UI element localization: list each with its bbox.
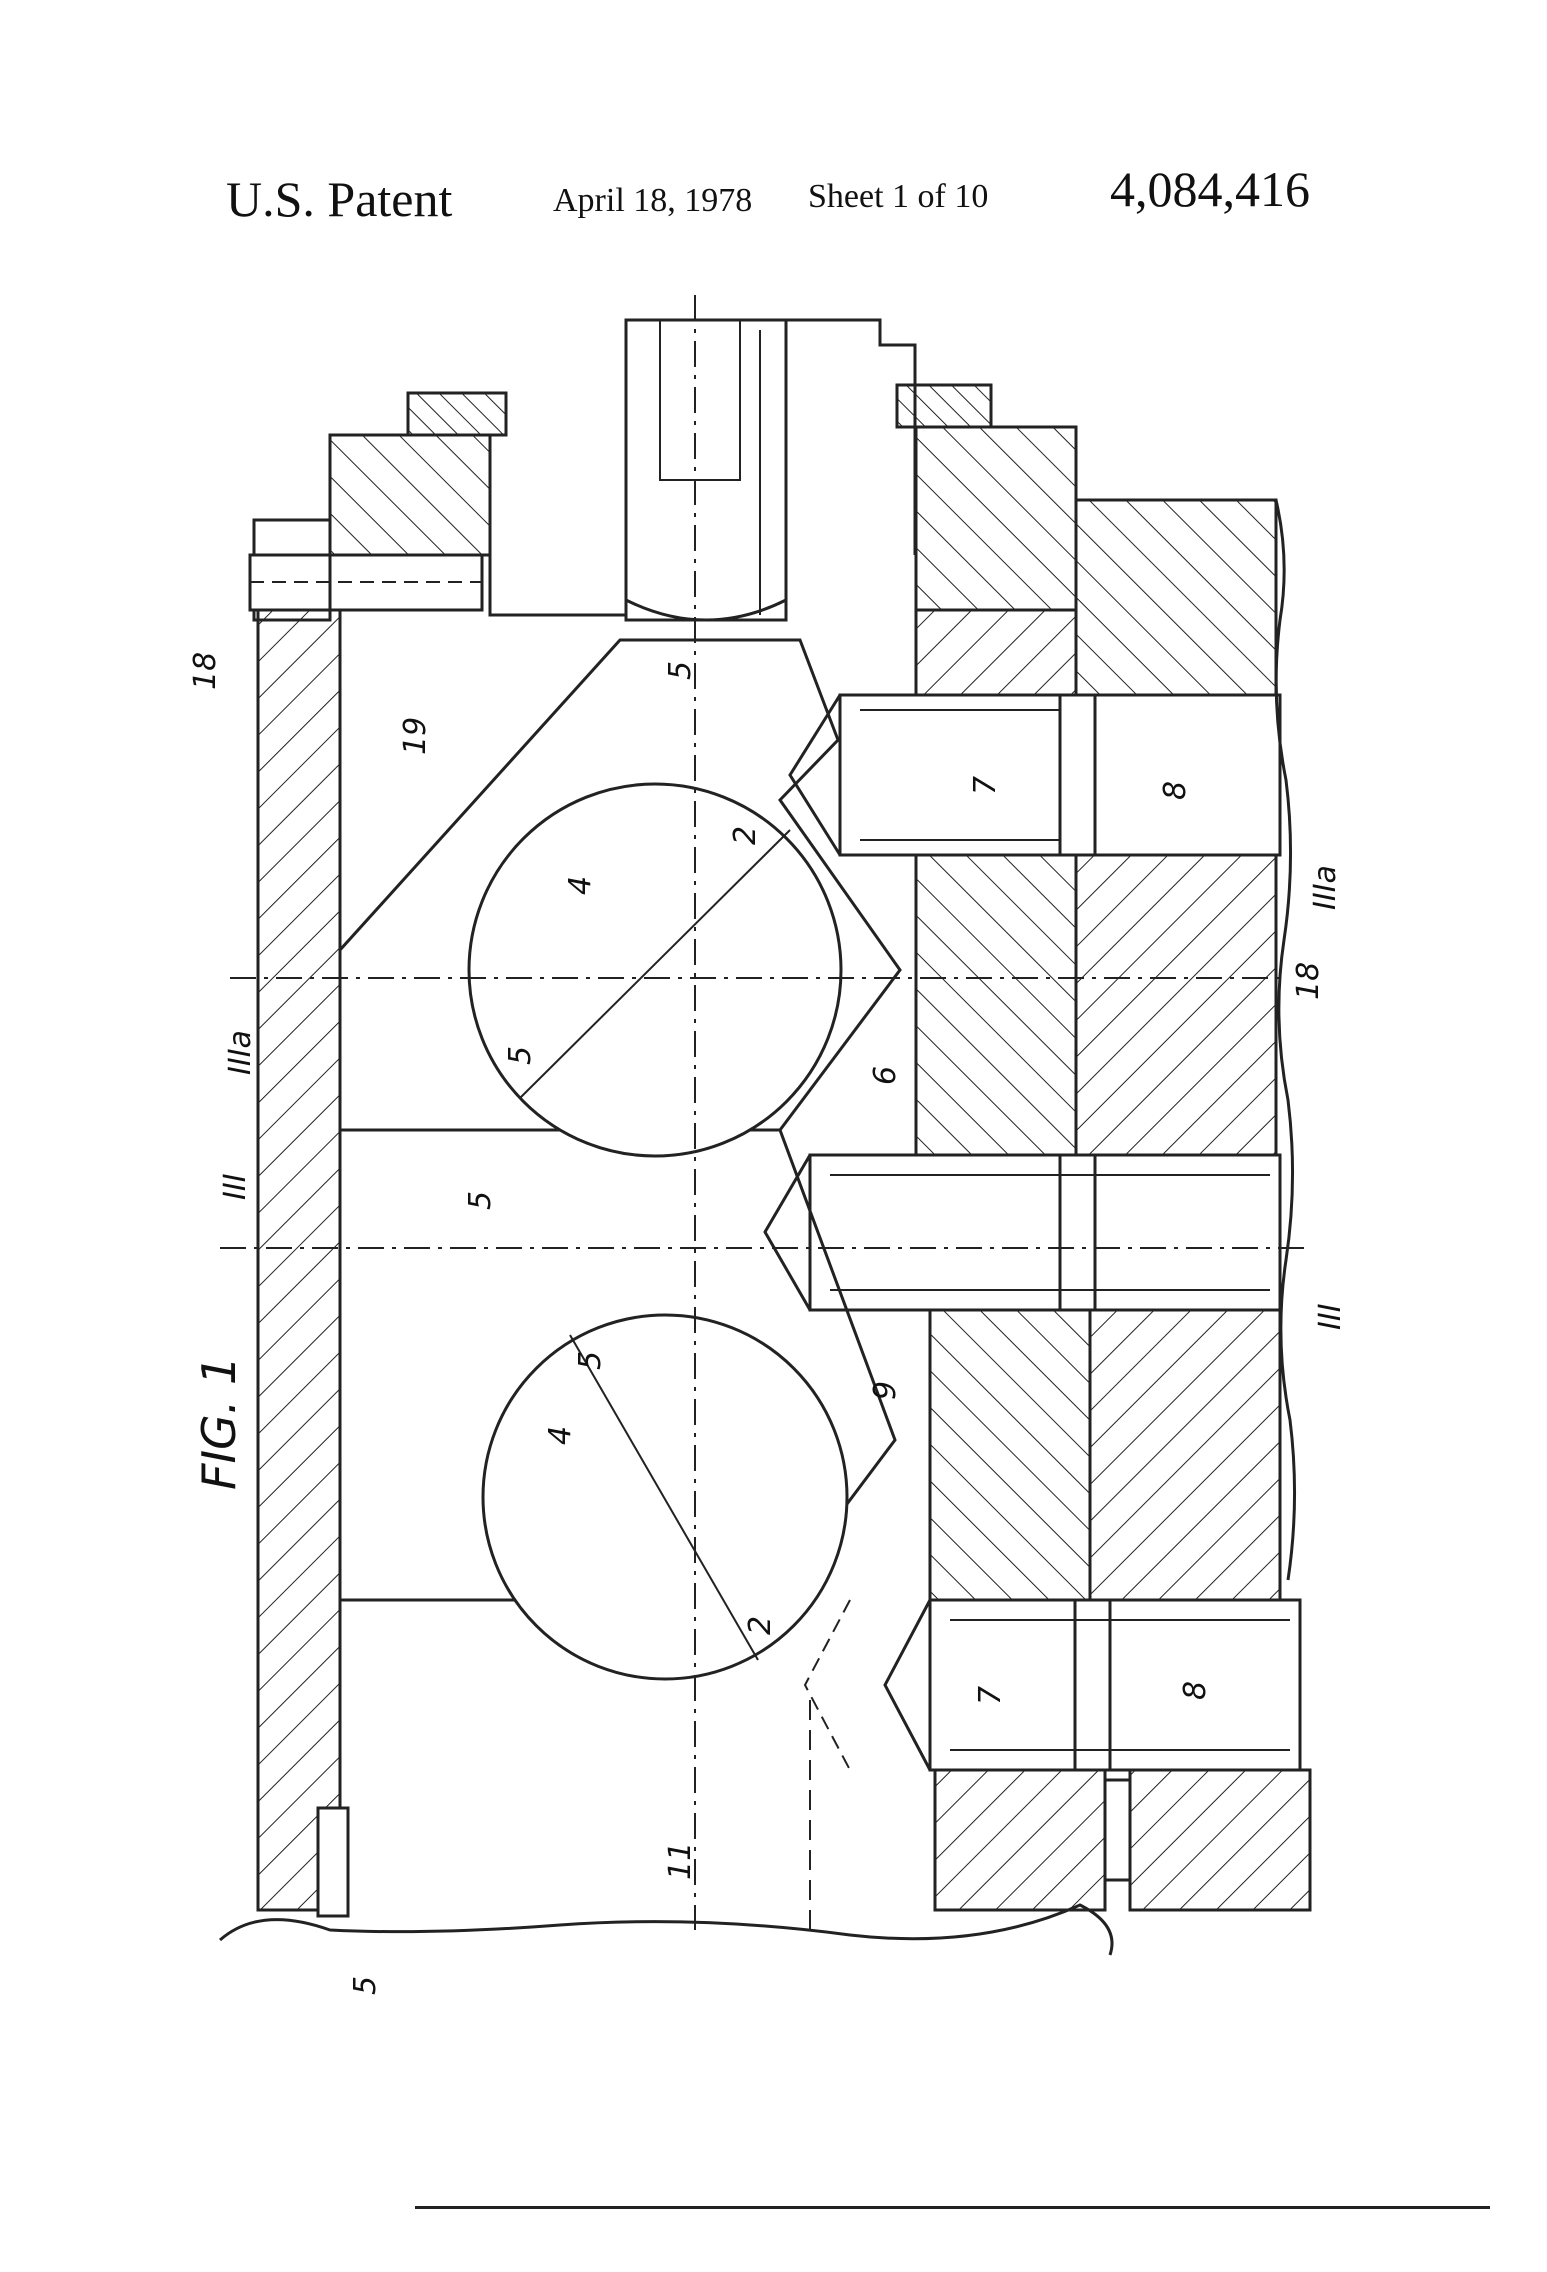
right-outer-block-low: [1088, 1308, 1282, 1602]
ref-2-upper: 2: [728, 826, 763, 845]
right-inner-block-top: [914, 608, 1078, 697]
ref-7-lower: 7: [973, 1686, 1008, 1705]
ref-18-upper: 18: [188, 652, 223, 690]
section-IIIa-right: IIIa: [1308, 865, 1343, 910]
upper-right-block: [914, 425, 1078, 612]
patent-title: U.S. Patent: [226, 171, 453, 227]
upper-right-shim: [895, 383, 993, 429]
ref-5-middle: 5: [463, 1191, 498, 1210]
patent-number: 4,084,416: [1110, 161, 1310, 217]
right-inner-block-low: [928, 1308, 1092, 1602]
screw-row-lower: [928, 1598, 1302, 1772]
figure-label: FIG. 1: [192, 1356, 246, 1490]
ref-8-upper: 8: [1158, 781, 1193, 800]
ref-8-lower: 8: [1178, 1681, 1213, 1700]
section-III-right: III: [1313, 1303, 1348, 1330]
ref-19: 19: [398, 717, 433, 755]
housing-end-cap: [316, 1806, 350, 1918]
right-outer-block-bottom: [1128, 1768, 1312, 1912]
ref-9: 9: [868, 1381, 903, 1400]
right-break-line: [1274, 499, 1297, 1581]
page-header: U.S. Patent April 18, 1978 Sheet 1 of 10…: [0, 160, 1547, 240]
ref-5-lower-ball: 5: [573, 1351, 608, 1370]
housing-wall-left: [256, 608, 342, 1912]
ref-7-upper: 7: [968, 776, 1003, 795]
section-III-left: III: [218, 1173, 253, 1200]
ball-lower: [481, 1313, 849, 1681]
screw-row-middle: [808, 1153, 1282, 1312]
right-outer-block-mid: [1074, 853, 1278, 1157]
bottom-rule: [415, 2206, 1490, 2209]
ref-18-right: 18: [1291, 962, 1326, 1000]
right-inner-block-mid: [914, 853, 1078, 1157]
ref-4-lower: 4: [543, 1426, 578, 1445]
patent-date: April 18, 1978: [553, 182, 753, 219]
ref-2-lower: 2: [743, 1616, 778, 1635]
ref-5-bottom: 5: [348, 1976, 383, 1995]
section-IIIa-left: IIIa: [223, 1030, 258, 1075]
upper-left-block: [328, 433, 492, 557]
ref-5-upper-ball: 5: [503, 1046, 538, 1065]
bottom-break-line: [219, 1903, 1114, 1956]
ref-4-upper: 4: [563, 876, 598, 895]
ref-6: 6: [868, 1066, 903, 1085]
right-outer-block: [1074, 498, 1278, 697]
ref-11: 11: [663, 1842, 698, 1880]
spindle-shaft: [624, 318, 788, 622]
ball-upper: [467, 782, 843, 1158]
sheet-number: Sheet 1 of 10: [808, 178, 989, 215]
right-inner-block-bottom: [933, 1768, 1107, 1912]
ref-5-top: 5: [663, 661, 698, 680]
upper-left-shim: [406, 391, 508, 437]
